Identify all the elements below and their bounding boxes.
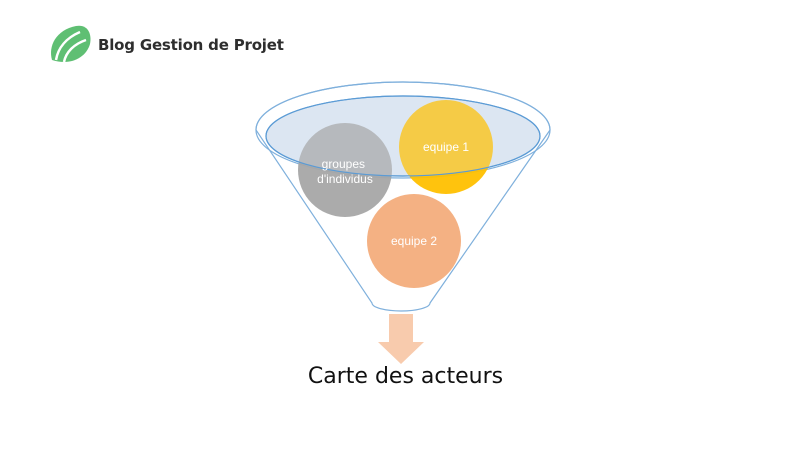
blog-logo[interactable]: Blog Gestion de Projet bbox=[46, 24, 284, 66]
funnel-rim-outer bbox=[255, 81, 551, 179]
circle-groupes-individus bbox=[298, 123, 392, 217]
blog-logo-text: Blog Gestion de Projet bbox=[98, 36, 284, 54]
circle-label-equipe-1: equipe 1 bbox=[423, 140, 469, 154]
circle-equipe-2 bbox=[367, 194, 461, 288]
diagram-caption: Carte des acteurs bbox=[307, 364, 504, 389]
circle-label-equipe-2: equipe 2 bbox=[391, 234, 437, 248]
leaf-logo-icon bbox=[51, 25, 91, 63]
circle-label-groupes: groupes d'individus bbox=[317, 157, 373, 186]
down-arrow-icon bbox=[378, 314, 424, 364]
